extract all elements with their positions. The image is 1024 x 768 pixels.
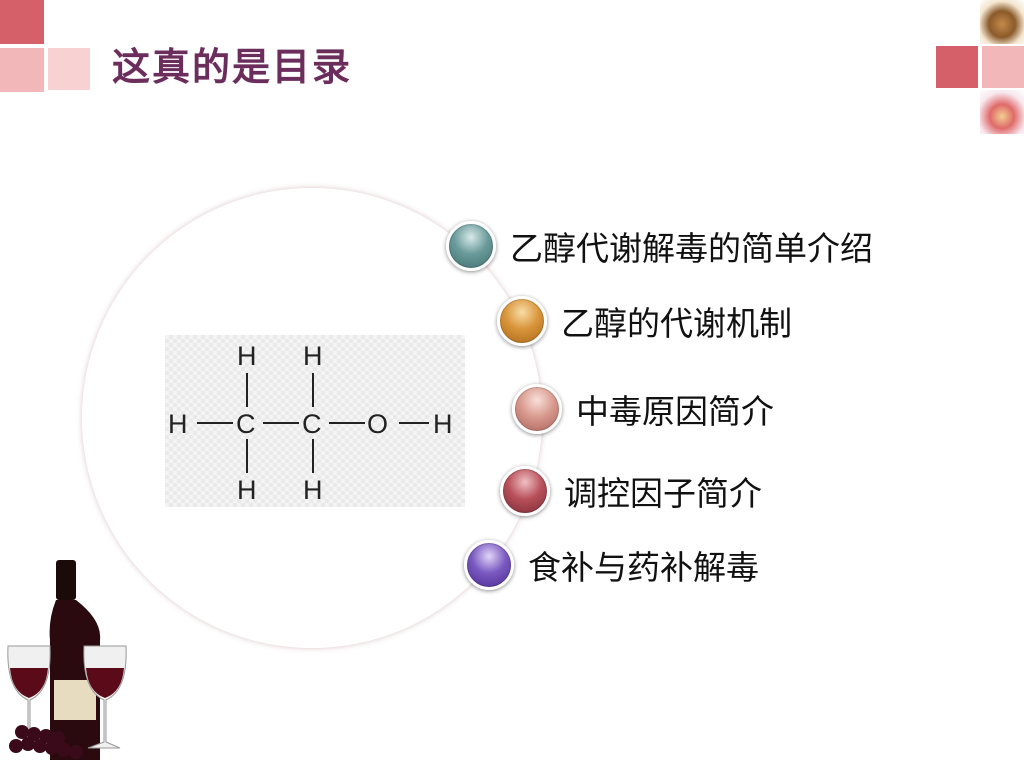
menu-item-label: 乙醇代谢解毒的简单介绍 [510, 229, 873, 268]
ethanol-structure-diagram: H H H C C O H H H [165, 335, 465, 507]
bottle-label [54, 680, 96, 720]
atom-h: H [433, 409, 453, 439]
menu-item-poison-cause[interactable]: 中毒原因简介 [512, 384, 774, 434]
atom-h: H [168, 409, 188, 439]
bullet-icon [464, 540, 514, 590]
menu-item-intro[interactable]: 乙醇代谢解毒的简单介绍 [446, 221, 873, 271]
wine [86, 668, 124, 698]
atom-o: O [367, 409, 388, 439]
menu-item-metabolism[interactable]: 乙醇的代谢机制 [497, 296, 792, 346]
bullet-icon [500, 466, 550, 516]
deco-square [982, 46, 1024, 88]
grapes [9, 725, 83, 759]
atom-h: H [237, 475, 257, 505]
cake-photo [980, 90, 1024, 134]
atom-h: H [303, 341, 323, 371]
wine-illustration [7, 560, 127, 760]
menu-item-label: 食补与药补解毒 [528, 548, 759, 587]
deco-square [48, 48, 90, 90]
bullet-icon [512, 384, 562, 434]
deco-square [936, 46, 978, 88]
page-title: 这真的是目录 [112, 45, 353, 89]
menu-item-label: 调控因子简介 [564, 474, 762, 513]
menu-item-label: 乙醇的代谢机制 [561, 304, 792, 343]
menu-item-regulators[interactable]: 调控因子简介 [500, 466, 762, 516]
bullet-icon [446, 221, 496, 271]
bottle-neck [56, 560, 76, 600]
atom-h: H [303, 475, 323, 505]
atom-h: H [237, 341, 257, 371]
atom-c: C [236, 409, 256, 439]
atom-c: C [302, 409, 322, 439]
deco-square [0, 0, 44, 44]
bullet-icon [497, 296, 547, 346]
deco-square [0, 48, 44, 92]
menu-item-detox-food[interactable]: 食补与药补解毒 [464, 540, 759, 590]
wine [10, 668, 48, 698]
menu-item-label: 中毒原因简介 [576, 392, 774, 431]
dessert-photo [980, 0, 1024, 44]
